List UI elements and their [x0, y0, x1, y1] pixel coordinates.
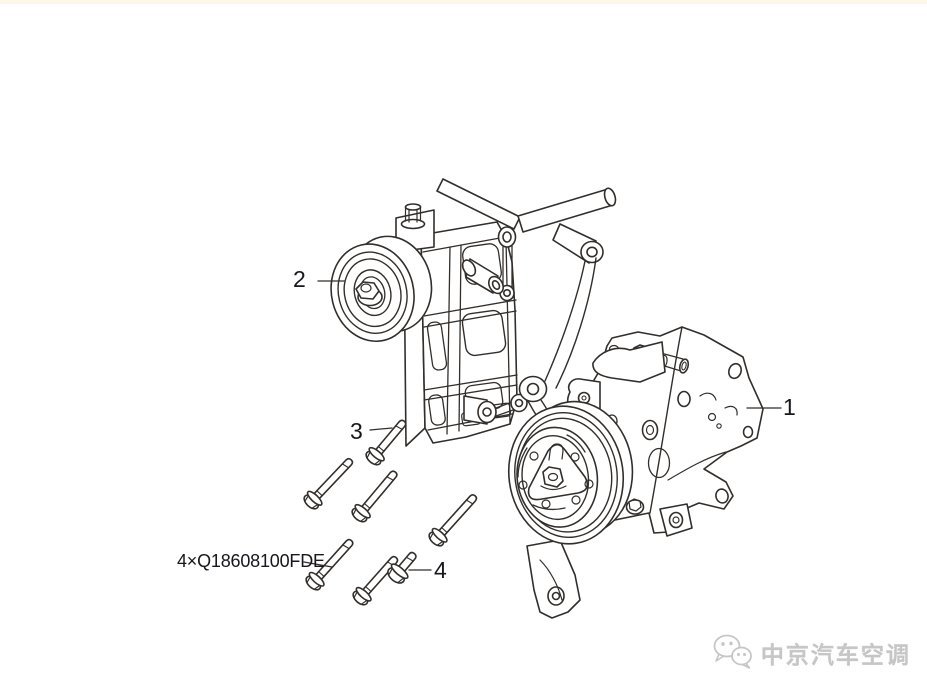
callout-4: 4 — [434, 557, 447, 583]
callout-3: 3 — [350, 418, 363, 444]
top-strip — [0, 0, 927, 4]
bolt-4 — [387, 551, 417, 584]
leader-3 — [369, 427, 393, 431]
part-number-label: 4×Q18608100FDE — [177, 551, 325, 571]
compressor — [507, 326, 764, 619]
leader-lines — [303, 280, 782, 571]
watermark: 中京汽车空调 — [712, 633, 911, 673]
bolt-long-4 — [302, 538, 354, 594]
bolt-long-1 — [300, 457, 354, 513]
callout-1: 1 — [783, 394, 796, 420]
bolt-long-5 — [349, 555, 399, 609]
bolt-long-3 — [425, 494, 478, 550]
leader-part-number — [303, 561, 333, 568]
bolt-3 — [362, 419, 407, 469]
bracket-assembly — [330, 178, 617, 447]
bolts — [300, 419, 478, 609]
callout-2: 2 — [293, 266, 306, 292]
bolt-long-2 — [348, 470, 398, 526]
wechat-icon — [713, 634, 752, 669]
watermark-text: 中京汽车空调 — [761, 642, 911, 668]
